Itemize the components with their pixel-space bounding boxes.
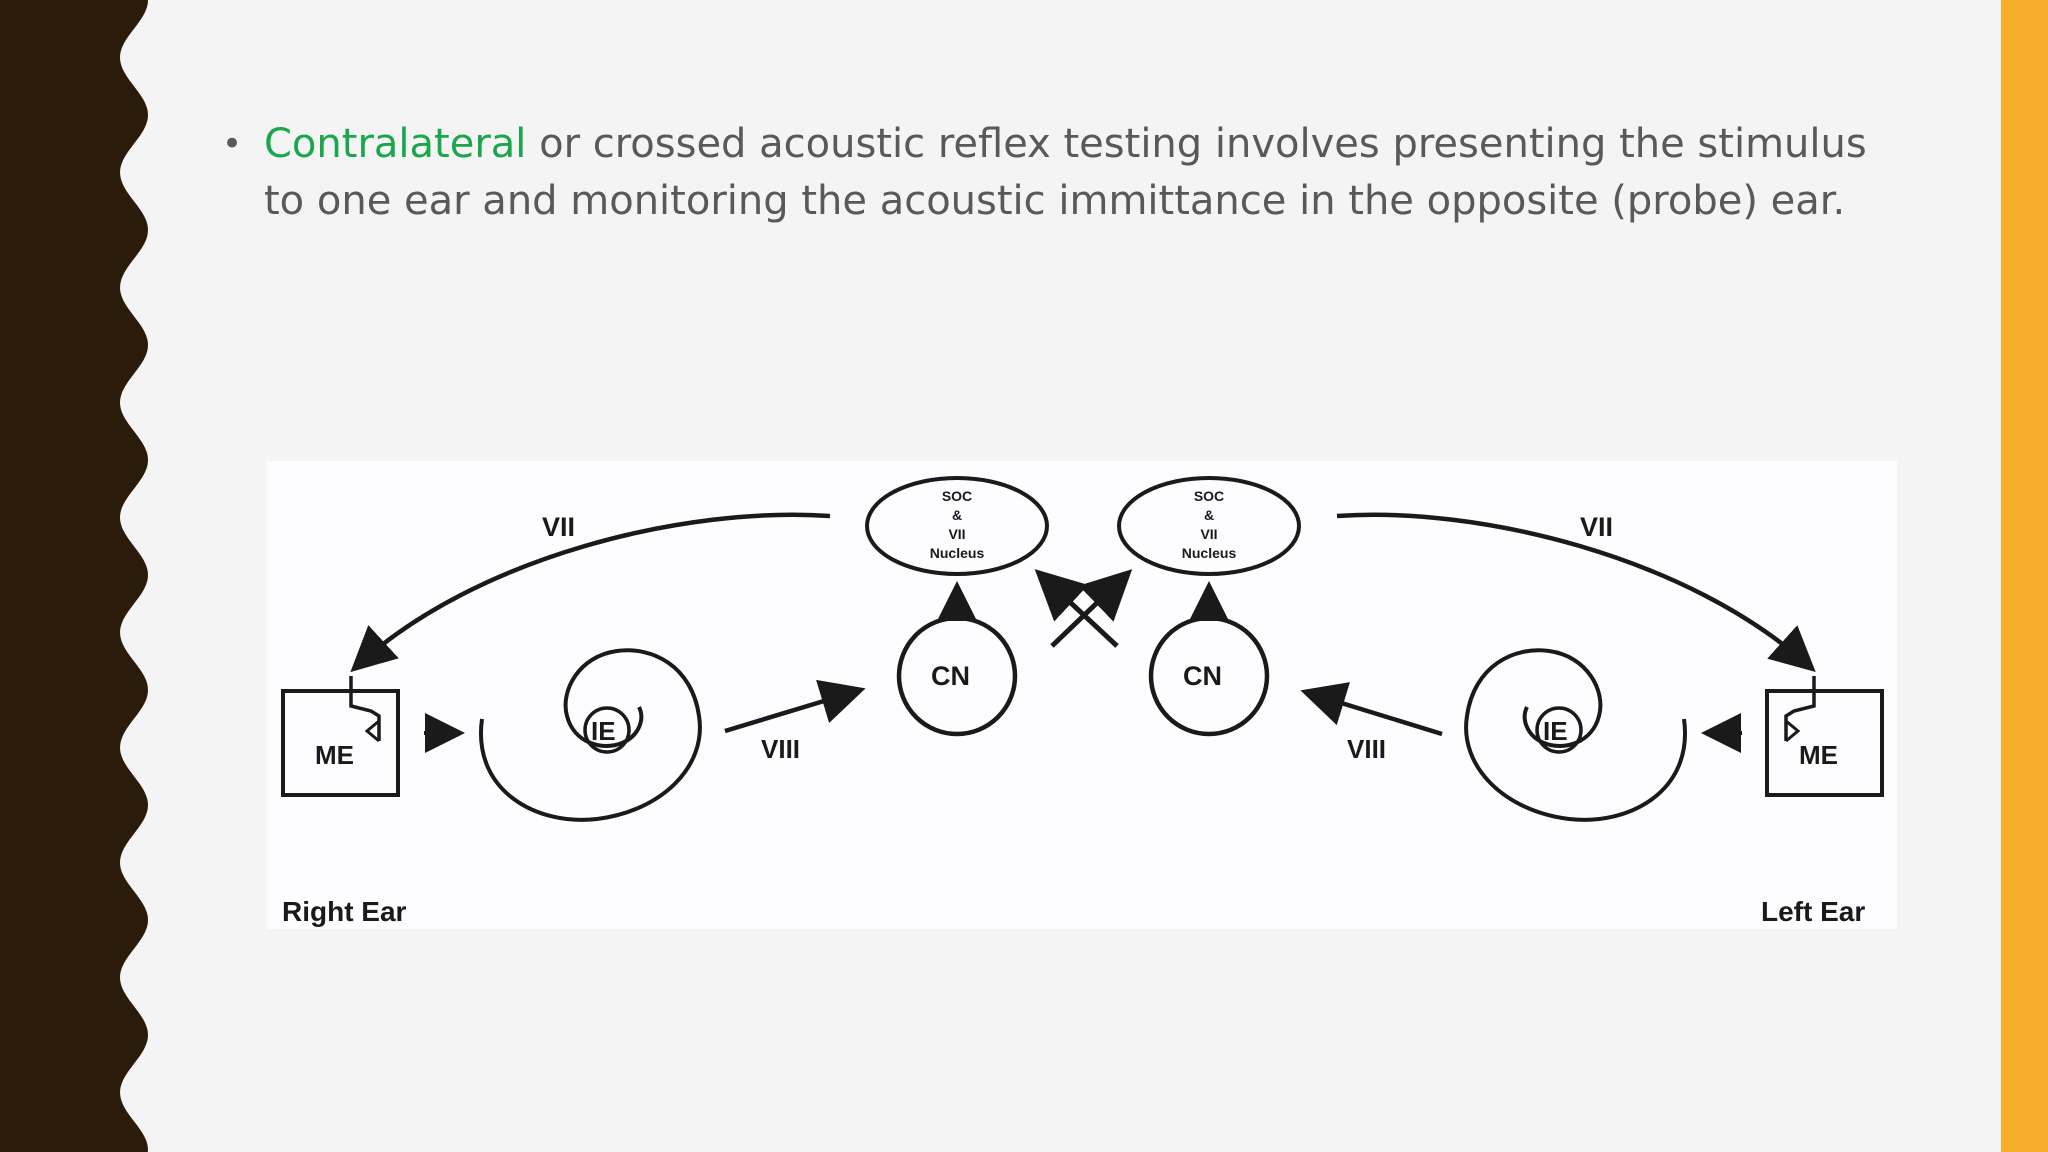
right-accent-bar (2001, 0, 2048, 1152)
left-cochlear-nucleus: CN (1148, 615, 1270, 737)
highlight-term: Contralateral (264, 121, 527, 167)
right-ear-label: Right Ear (282, 896, 407, 927)
left-soc-nucleus: SOC & VII Nucleus (1117, 476, 1301, 576)
left-ie-label: IE (1543, 716, 1568, 746)
right-vii-label: VII (542, 512, 575, 542)
left-viii-label: VIII (1347, 734, 1386, 764)
cross-arrow-to-right-soc (1034, 569, 1119, 648)
left-me-label: ME (1799, 740, 1838, 770)
bullet-paragraph: • Contralateral or crossed acoustic refl… (222, 116, 1902, 230)
left-soc-line-1: SOC (1194, 488, 1224, 504)
left-ear-label: Left Ear (1761, 896, 1865, 927)
left-cn-label: CN (1183, 661, 1222, 691)
left-soc-line-4: Nucleus (1182, 545, 1237, 561)
bullet-dot: • (222, 124, 243, 164)
right-viii-arrow (724, 679, 866, 734)
right-cochlear-nucleus: CN (896, 615, 1018, 737)
left-viii-arrow (1300, 682, 1443, 737)
right-ie-label: IE (591, 716, 616, 746)
right-soc-nucleus: SOC & VII Nucleus (865, 476, 1049, 576)
right-soc-line-3: VII (948, 526, 965, 542)
right-middle-ear-box: ME (281, 676, 400, 797)
reflex-pathway-diagram: ME IE VIII CN SOC (267, 461, 1897, 929)
right-cochlea: IE (478, 648, 702, 822)
left-soc-line-3: VII (1200, 526, 1217, 542)
diagram-svg: ME IE VIII CN SOC (281, 476, 1884, 927)
left-middle-ear-box: ME (1765, 676, 1884, 797)
left-wave-decoration (0, 0, 148, 1152)
right-soc-line-2: & (952, 507, 962, 523)
bullet-text: Contralateral or crossed acoustic reflex… (264, 116, 1902, 230)
right-me-label: ME (315, 740, 354, 770)
bullet-body: or crossed acoustic reflex testing invol… (264, 121, 1867, 224)
left-cochlea: IE (1464, 648, 1688, 822)
right-soc-line-4: Nucleus (930, 545, 985, 561)
right-viii-label: VIII (761, 734, 800, 764)
left-soc-line-2: & (1204, 507, 1214, 523)
right-cn-label: CN (931, 661, 970, 691)
cross-arrow-to-left-soc (1050, 569, 1133, 648)
left-vii-arrow (1336, 512, 1816, 673)
left-vii-label: VII (1580, 512, 1613, 542)
right-soc-line-1: SOC (942, 488, 972, 504)
right-vii-arrow (350, 512, 831, 673)
